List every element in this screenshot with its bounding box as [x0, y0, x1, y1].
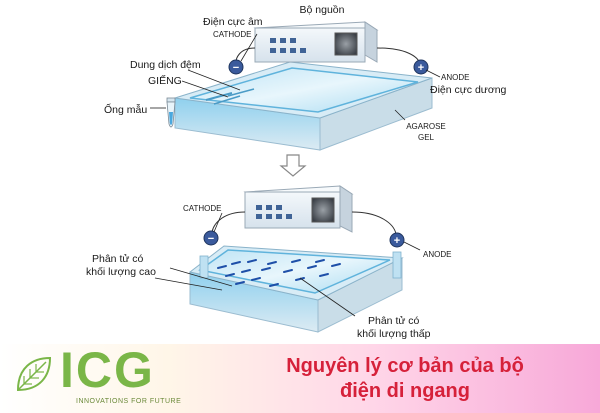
bottom-cathode-minus: −: [208, 233, 214, 245]
top-power-buttons: [270, 38, 306, 53]
agarose-label-line2: GEL: [418, 133, 435, 142]
top-wells: [205, 88, 255, 105]
top-cathode-cable: [235, 47, 256, 63]
low-mw-label-line2: khối lượng thấp: [357, 328, 431, 340]
bottom-cathode-cable: [211, 211, 246, 233]
brand-logo-text: ICG: [60, 342, 155, 398]
sample-tube-icon: [166, 97, 176, 128]
top-power-screen: [334, 32, 358, 56]
sample-tube-label: Ống mẫu: [104, 102, 147, 116]
top-agarose-gel: [189, 67, 419, 113]
dna-bands: [217, 259, 341, 287]
high-mw-label-line1: Phân tử có: [92, 253, 144, 265]
process-down-arrow-icon: [279, 154, 307, 177]
buffer-label: Dung dịch đệm: [130, 59, 201, 71]
agarose-label-line1: AGAROSE: [406, 122, 446, 131]
bottom-anode-plus: +: [394, 235, 400, 247]
top-cathode-label: CATHODE: [213, 30, 252, 39]
bottom-cathode-label: CATHODE: [183, 204, 222, 213]
top-cathode-vi-label: Điện cực âm: [203, 16, 263, 28]
banner-title-line2: điện di ngang: [340, 380, 470, 402]
banner-title-line1: Nguyên lý cơ bản của bộ: [286, 355, 524, 377]
top-leader-lines: [150, 33, 441, 121]
power-supply-label: Bộ nguồn: [300, 4, 345, 16]
top-anode-vi-label: Điện cực dương: [430, 84, 507, 96]
leaf-logo-icon: [16, 356, 52, 392]
top-anode-plus: +: [418, 62, 424, 74]
top-power-box-side: [364, 21, 378, 63]
bottom-cathode-terminal: −: [203, 230, 219, 246]
top-setup: − + Bộ nguồn Điện cực âm CATHODE Dung dị…: [104, 4, 507, 151]
well-label: GIẾNG: [148, 74, 182, 87]
bottom-anode-cable: [351, 211, 397, 235]
brand-banner: [0, 344, 600, 413]
bottom-anode-terminal: +: [389, 232, 405, 248]
bottom-cathode-chamber: [199, 255, 209, 279]
bottom-setup: − + CATHODE ANODE Phân tử có khối lượng …: [86, 185, 451, 340]
banner-title: Nguyên lý cơ bản của bộ điện di ngang: [245, 354, 565, 404]
top-anode-label: ANODE: [441, 73, 469, 82]
bottom-power-buttons: [256, 205, 292, 219]
top-cathode-minus: −: [233, 62, 239, 74]
bottom-anode-chamber: [392, 251, 402, 279]
low-mw-label-line1: Phân tử có: [368, 315, 420, 327]
bottom-power-screen: [311, 197, 335, 223]
high-mw-label-line2: khối lượng cao: [86, 266, 156, 278]
top-anode-cable: [376, 47, 421, 65]
bottom-anode-label: ANODE: [423, 250, 451, 259]
bottom-power-box-side: [339, 185, 353, 233]
top-anode-terminal: +: [413, 59, 429, 75]
brand-tagline: INNOVATIONS FOR FUTURE: [76, 398, 182, 405]
bottom-leader-lines: [154, 212, 421, 317]
top-cathode-terminal: −: [228, 59, 244, 75]
